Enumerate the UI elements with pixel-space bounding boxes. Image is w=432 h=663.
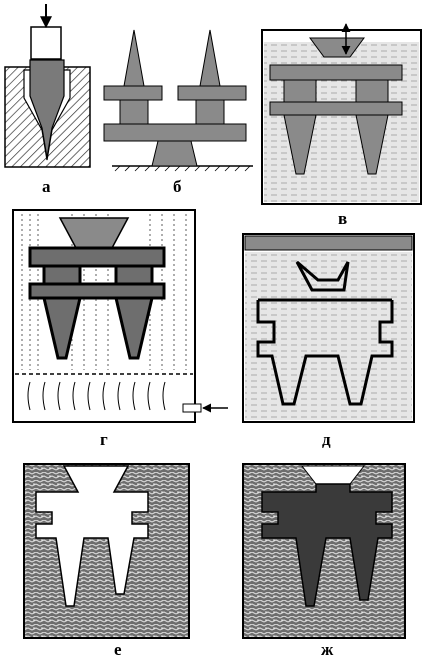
shell-outline [256,260,394,406]
panel-b [103,29,253,172]
lower-bar [269,101,403,116]
right-cone [199,29,221,87]
ground-hatch [114,165,251,172]
top-bar [269,64,403,81]
caption-zh: ж [321,640,334,659]
right-stem [195,99,225,125]
pattern-base [151,140,198,167]
left-collar-top [103,85,163,101]
caption-d: д [322,430,331,449]
left-stem [119,99,149,125]
left-cone [42,296,82,360]
lid [244,235,413,251]
hot-water [245,252,412,420]
right-collar-top [177,85,247,101]
panel-zh [242,463,406,639]
punch [30,26,62,60]
top-bar [28,246,166,268]
lower-bar [28,282,166,300]
right-cone [114,296,154,360]
air-inlet-pipe [182,403,202,413]
caption-b: б [173,177,182,196]
sprue-bar [103,123,247,142]
mid-left [283,79,317,103]
empty-shell-cavity [35,465,149,607]
right-cone [355,114,389,175]
metal-casting [261,483,393,607]
mid-left [42,264,82,286]
air-flow-arrows [27,381,166,411]
left-cone [283,114,317,175]
mid-right [114,264,154,286]
panel-e [23,463,190,639]
panel-v [261,23,422,205]
panel-g [12,209,228,423]
panel-d [242,233,415,423]
caption-a: а [42,177,51,196]
caption-v: в [338,209,348,228]
panel-a [4,4,91,168]
mid-right [355,79,389,103]
caption-e: е [114,640,122,659]
left-cone [123,29,145,87]
caption-g: г [100,430,108,449]
pattern-material [29,59,65,159]
